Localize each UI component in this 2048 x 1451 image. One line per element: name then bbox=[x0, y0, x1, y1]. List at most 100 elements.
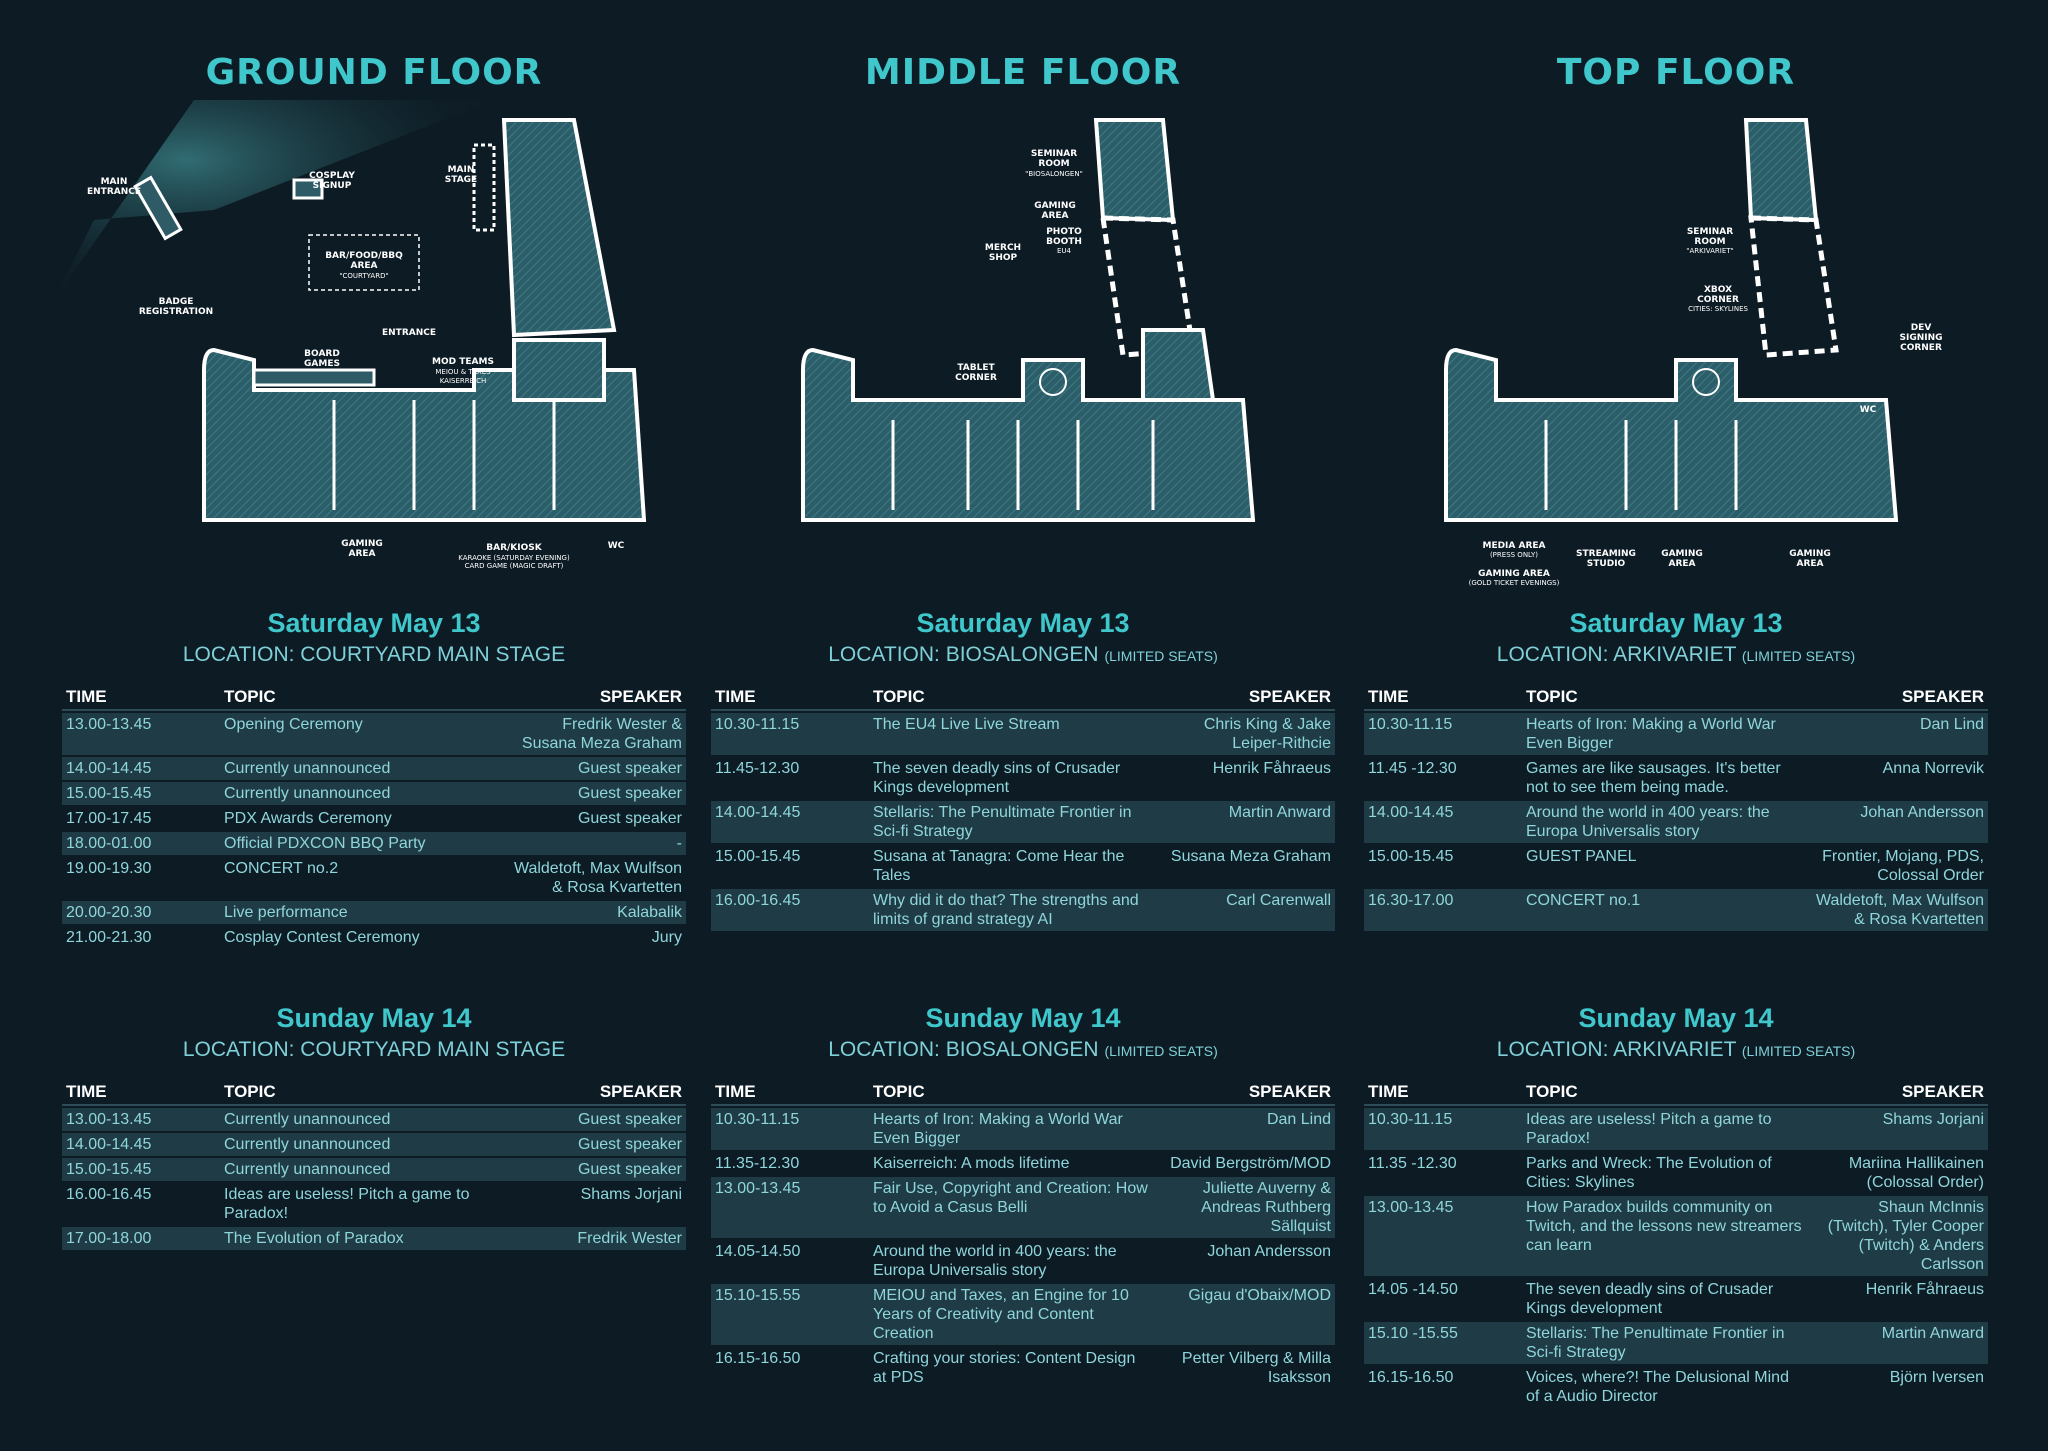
day-title: Saturday May 13 bbox=[1569, 608, 1783, 638]
location-name: LOCATION: BIOSALONGEN bbox=[828, 1038, 1099, 1061]
speaker-cell: Shaun McInnis (Twitch), Tyler Cooper (Tw… bbox=[1810, 1196, 1988, 1276]
topic-cell: Official PDXCON BBQ Party bbox=[220, 832, 508, 855]
svg-text:WC: WC bbox=[608, 541, 625, 551]
limited-seats-note: (LIMITED SEATS) bbox=[1741, 1043, 1856, 1059]
time-header: TIME bbox=[62, 1082, 220, 1106]
topic-cell: The seven deadly sins of Crusader Kings … bbox=[873, 760, 1121, 796]
svg-text:BOARD: BOARD bbox=[304, 349, 340, 359]
speaker-cell: Susana Meza Graham bbox=[1170, 848, 1331, 865]
topic-cell: Ideas are useless! Pitch a game to Parad… bbox=[1522, 1108, 1810, 1150]
svg-text:STUDIO: STUDIO bbox=[1587, 559, 1626, 569]
topic-cell: Kaiserreich: A mods lifetime bbox=[873, 1155, 1070, 1172]
svg-text:(PRESS ONLY): (PRESS ONLY) bbox=[1490, 551, 1538, 559]
top-building bbox=[1444, 347, 1899, 522]
topic-cell: Currently unannounced bbox=[220, 1158, 508, 1181]
time-cell: 11.45-12.30 bbox=[715, 760, 800, 777]
speaker-cell: Dan Lind bbox=[1810, 713, 1988, 755]
speaker-cell: Fredrik Wester bbox=[508, 1227, 686, 1250]
topic-cell: Currently unannounced bbox=[220, 1133, 508, 1156]
speaker-cell: Kalabalik bbox=[508, 901, 686, 924]
svg-text:GAMES: GAMES bbox=[304, 359, 340, 369]
location-line: LOCATION: ARKIVARIET (LIMITED SEATS) bbox=[1364, 643, 1988, 667]
time-cell: 16.30-17.00 bbox=[1364, 889, 1522, 931]
svg-text:AREA: AREA bbox=[1796, 559, 1823, 569]
svg-text:AREA: AREA bbox=[348, 549, 375, 559]
time-header: TIME bbox=[62, 687, 220, 711]
time-cell: 15.00-15.45 bbox=[1368, 848, 1454, 865]
speaker-cell: Anna Norrevik bbox=[1882, 760, 1984, 777]
svg-text:SHOP: SHOP bbox=[989, 253, 1018, 263]
topic-cell: Susana at Tanagra: Come Hear the Tales bbox=[873, 848, 1125, 884]
location-name: LOCATION: BIOSALONGEN bbox=[828, 643, 1099, 666]
speaker-cell: Henrik Fåhraeus bbox=[1865, 1281, 1984, 1298]
speaker-cell: Guest speaker bbox=[508, 1133, 686, 1156]
topic-cell: Stellaris: The Penultimate Frontier in S… bbox=[1522, 1322, 1810, 1364]
topic-cell: The seven deadly sins of Crusader Kings … bbox=[1526, 1281, 1774, 1317]
topic-cell: Why did it do that? The strengths and li… bbox=[869, 889, 1157, 931]
topic-cell: Cosplay Contest Ceremony bbox=[224, 929, 420, 946]
svg-text:CORNER: CORNER bbox=[1900, 343, 1942, 353]
svg-text:SEMINAR: SEMINAR bbox=[1031, 149, 1077, 159]
entrance-glow bbox=[54, 100, 494, 300]
schedule-top-saturday: Saturday May 13 LOCATION: ARKIVARIET (LIM… bbox=[1364, 608, 1988, 933]
svg-text:BAR/KIOSK: BAR/KIOSK bbox=[486, 543, 542, 553]
topic-cell: Games are like sausages. It's better not… bbox=[1526, 760, 1781, 796]
svg-text:SIGNUP: SIGNUP bbox=[313, 181, 352, 191]
time-cell: 10.30-11.15 bbox=[711, 1108, 869, 1150]
svg-text:ROOM: ROOM bbox=[1694, 237, 1725, 247]
time-cell: 10.30-11.15 bbox=[711, 713, 869, 755]
time-header: TIME bbox=[1364, 687, 1522, 711]
top-floor-map: SEMINAR ROOM "ARKIVARIET" XBOX CORNER CI… bbox=[1356, 100, 1996, 590]
time-cell: 14.00-14.45 bbox=[62, 1133, 220, 1156]
time-cell: 11.35-12.30 bbox=[715, 1155, 800, 1172]
topic-cell: CONCERT no.2 bbox=[224, 860, 339, 877]
top-floor-title: TOP FLOOR bbox=[1556, 52, 1796, 93]
speaker-cell: Johan Andersson bbox=[1207, 1243, 1331, 1260]
day-title: Sunday May 14 bbox=[925, 1003, 1121, 1033]
speaker-header: SPEAKER bbox=[508, 687, 686, 711]
speaker-cell: Guest speaker bbox=[508, 782, 686, 805]
time-cell: 14.00-14.45 bbox=[711, 801, 869, 843]
time-cell: 13.00-13.45 bbox=[62, 1108, 220, 1131]
svg-text:GAMING: GAMING bbox=[1661, 549, 1703, 559]
speaker-cell: Gigau d'Obaix/MOD bbox=[1157, 1284, 1335, 1345]
time-header: TIME bbox=[711, 687, 869, 711]
svg-text:XBOX: XBOX bbox=[1704, 285, 1732, 295]
svg-text:BAR/FOOD/BBQ: BAR/FOOD/BBQ bbox=[325, 251, 403, 261]
location-name: LOCATION: COURTYARD MAIN STAGE bbox=[182, 1038, 566, 1061]
svg-text:STAGE: STAGE bbox=[445, 175, 477, 185]
speaker-cell: Mariina Hallikainen (Colossal Order) bbox=[1848, 1155, 1984, 1191]
svg-text:KAISERREICH: KAISERREICH bbox=[440, 377, 487, 385]
speaker-cell: Martin Anward bbox=[1810, 1322, 1988, 1364]
topic-cell: Ideas are useless! Pitch a game to Parad… bbox=[224, 1186, 470, 1222]
topic-cell: Currently unannounced bbox=[220, 1108, 508, 1131]
svg-text:CARD GAME (MAGIC DRAFT): CARD GAME (MAGIC DRAFT) bbox=[465, 562, 564, 570]
speaker-cell: Fredrik Wester & Susana Meza Graham bbox=[508, 713, 686, 755]
time-cell: 13.00-13.45 bbox=[711, 1177, 869, 1238]
speaker-cell: Petter Vilberg & Milla Isaksson bbox=[1181, 1350, 1331, 1386]
location-line: LOCATION: COURTYARD MAIN STAGE bbox=[62, 643, 686, 667]
time-cell: 15.00-15.45 bbox=[62, 1158, 220, 1181]
middle-tower-top bbox=[1093, 118, 1176, 223]
location-line: LOCATION: BIOSALONGEN (LIMITED SEATS) bbox=[711, 643, 1335, 667]
speaker-cell: Martin Anward bbox=[1157, 801, 1335, 843]
topic-cell: The Evolution of Paradox bbox=[220, 1227, 508, 1250]
svg-text:CITIES: SKYLINES: CITIES: SKYLINES bbox=[1688, 305, 1748, 313]
